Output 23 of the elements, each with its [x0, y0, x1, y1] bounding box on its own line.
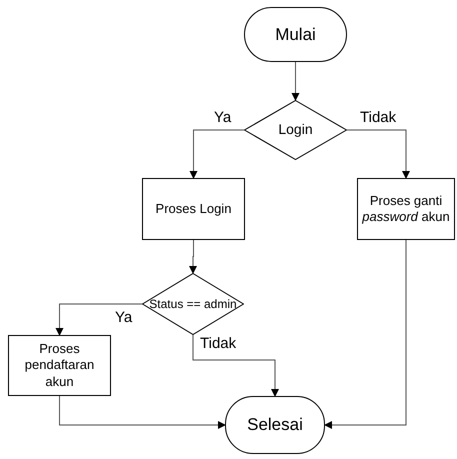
arrow	[56, 304, 142, 336]
edge-label: Ya	[115, 310, 132, 325]
node-text: Proses Login	[156, 200, 232, 218]
node-text: Login	[278, 121, 313, 139]
edge-label: Ya	[214, 110, 232, 125]
arrow	[324, 240, 406, 429]
arrow	[59, 396, 226, 429]
node-text: Proses pendaftaran akun	[24, 341, 96, 390]
process-box	[142, 178, 245, 240]
arrow	[292, 62, 300, 101]
node-text: Selesai	[247, 414, 303, 436]
node-text: Mulai	[275, 24, 316, 46]
arrow	[192, 334, 279, 397]
arrow	[346, 130, 410, 179]
terminator-shape	[225, 396, 325, 454]
process-box	[357, 178, 455, 240]
node-text: Status == admin	[149, 296, 237, 312]
node-text: Proses ganti password akun	[362, 192, 450, 226]
process-box	[8, 335, 111, 396]
edge-label: Tidak	[360, 110, 396, 125]
arrow	[189, 240, 197, 274]
arrow	[190, 130, 244, 179]
edge-label: Tidak	[200, 336, 236, 351]
